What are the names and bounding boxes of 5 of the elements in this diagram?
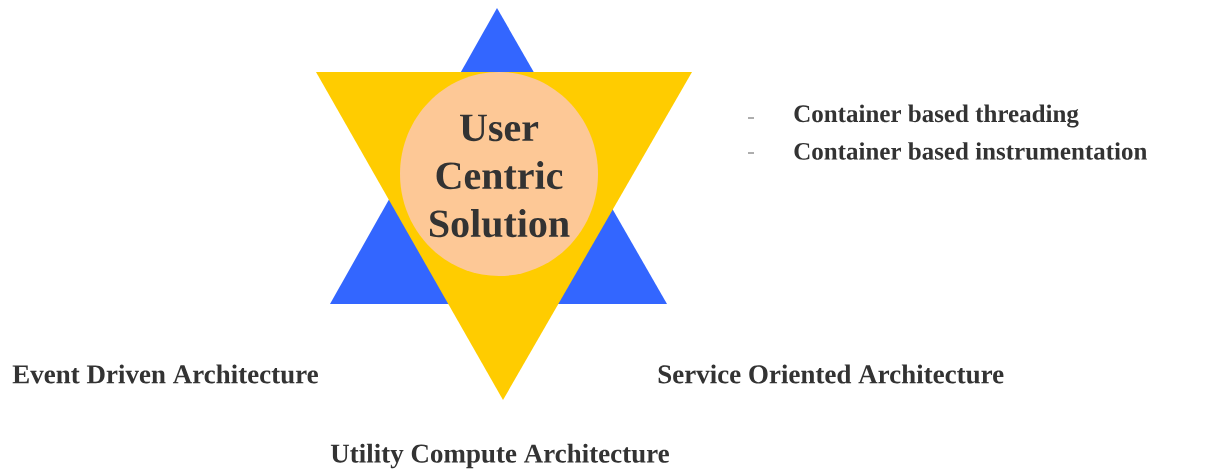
caption-label: Event Driven Architecture [12,364,318,384]
caption-label: Service Oriented Architecture [658,364,1004,384]
caption-label: Utility Compute Architecture [330,443,669,469]
bullet-item: Container based instrumentation [747,142,1147,160]
bullet-item: Container based threading [747,104,1079,128]
